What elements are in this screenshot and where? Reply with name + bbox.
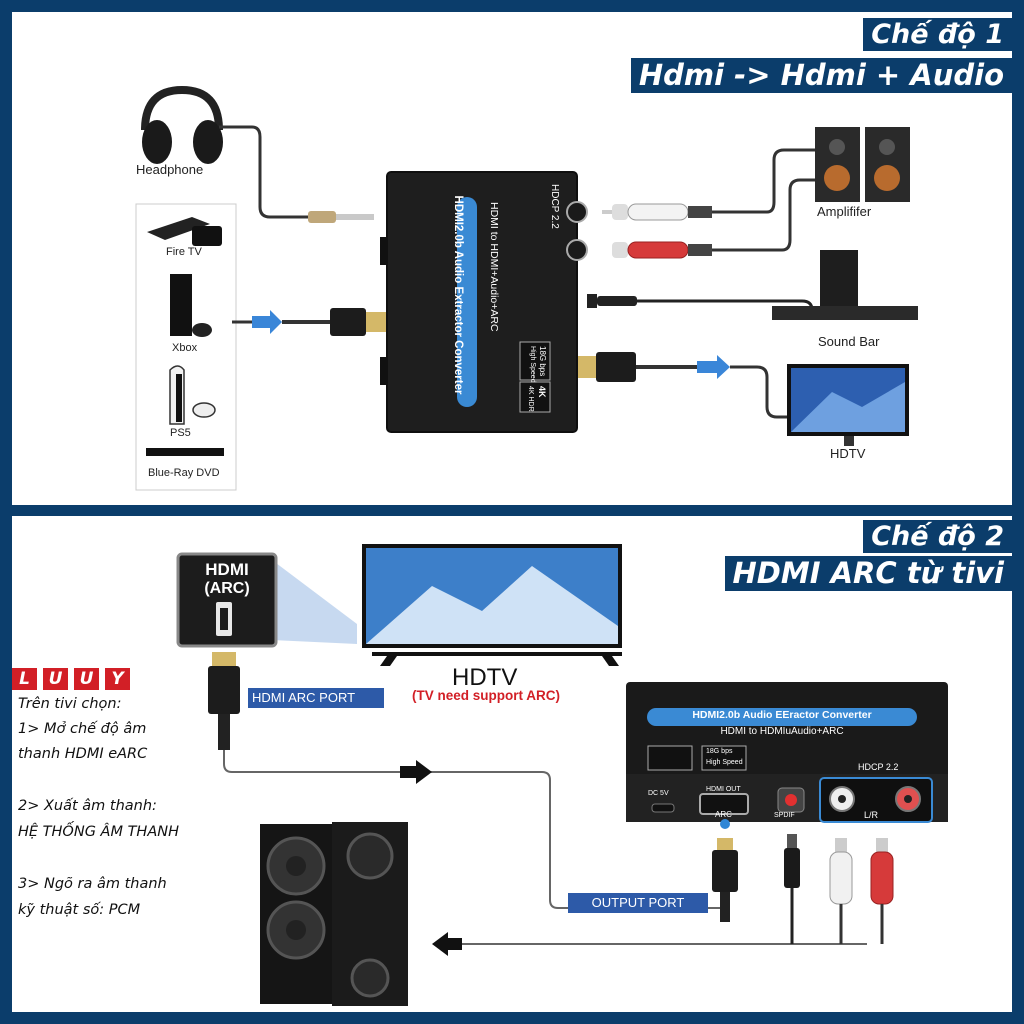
luuy-letter: U: [74, 668, 99, 690]
device-speed: 18G bps: [706, 748, 733, 755]
fire-tv-icon: [147, 217, 222, 246]
note-line-5: HỆ THỐNG ÂM THANH: [18, 824, 180, 840]
note-line-4: 2> Xuất âm thanh:: [18, 798, 157, 814]
device-hdcp: HDCP 2.2: [858, 762, 899, 772]
rca-red-plug-icon: [870, 851, 894, 905]
amplifier-speakers-icon: [815, 127, 910, 202]
hdmi-arc-port-label: HDMI ARC PORT: [248, 688, 384, 708]
xbox-icon: [170, 274, 212, 337]
arrow-in-icon: [252, 310, 282, 334]
rca-white-plug-icon: [612, 204, 628, 220]
device-lr: L/R: [864, 810, 879, 820]
hdtv-icon: [362, 544, 622, 666]
source-fire-tv: Fire TV: [166, 246, 202, 258]
luuy-letter: Y: [105, 668, 130, 690]
device-title: HDMI2.0b Audio Extractor Converter: [452, 195, 464, 395]
mode-1-panel: Chế độ 1 Hdmi -> Hdmi + Audio: [12, 12, 1012, 505]
optical-plug-icon: [784, 848, 800, 888]
source-xbox: Xbox: [172, 342, 198, 354]
device-speed2: High Speed: [706, 759, 743, 766]
hdmi-arc-plug-icon: [208, 666, 240, 714]
device-hdcp: HDCP 2.2: [549, 184, 560, 229]
note-line-7: kỹ thuật số: PCM: [18, 902, 141, 918]
headphone-icon: [141, 85, 223, 164]
note-line-3: thanh HDMI eARC: [18, 746, 148, 762]
jack-plug-icon: [308, 211, 336, 223]
device-dc: DC 5V: [648, 790, 669, 797]
bluray-icon: [146, 448, 224, 456]
arrow-left-icon: [432, 932, 462, 956]
hdmi-plug-icon: [330, 308, 366, 336]
device-title: HDMI2.0b Audio EEractor Converter: [692, 709, 872, 721]
source-bluray: Blue-Ray DVD: [148, 467, 220, 479]
ps5-icon: [169, 365, 216, 425]
luuy-banner: L U U Y: [12, 668, 134, 690]
mode-1-title: Chế độ 1: [863, 18, 1012, 52]
device-spdif: SPDIF: [774, 812, 795, 819]
mode-2-subtitle: HDMI ARC từ tivi: [724, 556, 1012, 592]
mode-2-diagram: [176, 544, 948, 1006]
device-subtitle: HDMI to HDMI+Audio+ARC: [488, 202, 500, 332]
device-badge-4k: 4K: [537, 386, 547, 398]
hdtv-label: HDTV: [452, 664, 518, 691]
mode-2-panel: Chế độ 2 HDMI ARC từ tivi: [12, 516, 1012, 1012]
floor-speakers-icon: [260, 822, 408, 1006]
optical-plug-icon: [597, 296, 637, 306]
mode-1-subtitle: Hdmi -> Hdmi + Audio: [630, 58, 1012, 94]
hdmi-out-plug-icon: [596, 352, 636, 382]
mode-1-diagram: [135, 85, 918, 491]
hdmi-out-plug-icon: [712, 850, 738, 892]
amplifier-label: Amplififer: [817, 204, 872, 219]
rca-white-plug-icon: [829, 851, 853, 905]
device-badge-hdr: 4K HDR: [527, 386, 534, 412]
hdtv-label: HDTV: [830, 446, 866, 461]
hdmi-arc-box-line2: (ARC): [204, 580, 250, 597]
luuy-letter: L: [12, 668, 37, 690]
arrow-right-icon: [400, 760, 432, 784]
arrow-out-icon: [697, 355, 730, 379]
device-hdmi-out: HDMI OUT: [706, 786, 741, 793]
source-ps5: PS5: [170, 427, 191, 439]
mode-2-title: Chế độ 2: [863, 520, 1012, 554]
device-speed: 18G bps: [538, 346, 547, 377]
sources-box: [135, 203, 237, 491]
luuy-letter: U: [43, 668, 68, 690]
note-line-2: 1> Mở chế độ âm: [18, 721, 147, 737]
headphone-label: Headphone: [136, 162, 204, 177]
hdtv-icon: [787, 364, 909, 446]
device-arc: ARC: [715, 810, 732, 819]
soundbar-label: Sound Bar: [818, 334, 880, 349]
note-line-1: Trên tivi chọn:: [18, 696, 122, 712]
device-speed2: High Speed: [529, 346, 536, 383]
soundbar-icon: [772, 250, 918, 320]
device-subtitle: HDMI to HDMIuAudio+ARC: [720, 726, 844, 737]
rca-red-plug-icon: [612, 242, 628, 258]
note-line-6: 3> Ngõ ra âm thanh: [18, 876, 167, 892]
hdmi-arc-box-line1: HDMI: [205, 560, 249, 579]
hdtv-note: (TV need support ARC): [412, 688, 560, 703]
output-port-label: OUTPUT PORT: [568, 893, 708, 913]
hdmi-arc-port-box: [176, 552, 278, 648]
